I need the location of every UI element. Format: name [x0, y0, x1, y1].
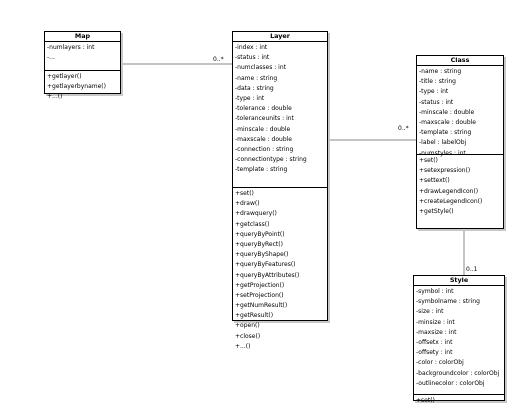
attribute-row: -symbol : int	[416, 288, 454, 295]
operations-section: +set()	[414, 395, 504, 407]
operation-row: +getNumResult()	[235, 302, 288, 310]
attribute-row: -symbolname : string	[416, 298, 480, 306]
operation-row: +draw()	[235, 200, 260, 208]
operation-row: +setProjection()	[235, 291, 284, 299]
operation-row: +queryByRect()	[235, 240, 283, 248]
operation-row: +drawquery()	[235, 210, 277, 218]
class-box-layer[interactable]: Layer -index : int -status : int -numclass…	[232, 31, 328, 350]
attribute-row: -outlinecolor : colorObj	[416, 379, 485, 387]
attribute-row: -data : string	[235, 84, 274, 92]
attribute-row: -offsetx : int	[416, 338, 453, 346]
attribute-row: -minscale : double	[235, 125, 291, 133]
operation-row: +getlayer()	[47, 73, 82, 80]
attribute-row: -numclasses : int	[235, 64, 286, 72]
attributes-section: -symbol : int -symbolname : string -size :…	[414, 286, 504, 395]
attribute-row: -maxsize : int	[416, 328, 457, 336]
operation-row: +queryByShape()	[235, 251, 289, 259]
class-name: Layer	[233, 32, 327, 42]
class-box-class[interactable]: Class -name : string -title : string -type…	[416, 55, 504, 229]
operation-row: +queryByPoint()	[235, 230, 285, 238]
operation-row: +getlayerbyname()	[47, 83, 106, 91]
operation-row: +createLegendIcon()	[419, 197, 483, 205]
attribute-row: -type : int	[419, 88, 449, 96]
operations-section: +getlayer() +getlayerbyname() +...()	[45, 71, 120, 104]
attribute-row: -maxscale : double	[419, 118, 476, 126]
attribute-row: -minsize : int	[416, 318, 455, 326]
operation-row: +open()	[235, 322, 260, 330]
attribute-row: -maxscale : double	[235, 135, 292, 143]
operations-section: +set() +draw() +drawquery() +getclass() +que…	[233, 188, 327, 353]
attribute-row: -connection : string	[235, 145, 294, 153]
attribute-row: -numlayers : int	[47, 44, 95, 51]
multiplicity-class-style: 0..1	[466, 266, 478, 273]
operation-row: +getStyle()	[419, 207, 454, 215]
attribute-row: -...	[47, 54, 55, 62]
operation-row: +...()	[235, 342, 251, 350]
operation-row: +close()	[235, 332, 261, 340]
operation-row: +getProjection()	[235, 281, 285, 289]
operations-section: +set() +setexpression() +settext() +drawLeg…	[417, 155, 503, 218]
multiplicity-map-layer: 0..*	[213, 56, 224, 63]
operation-row: +...()	[47, 93, 63, 101]
operation-row: +queryByFeatures()	[235, 261, 296, 269]
attribute-row: -template : string	[235, 166, 288, 174]
class-name: Class	[417, 56, 503, 66]
attribute-row: -color : colorObj	[416, 359, 464, 367]
attribute-row: -offsety : int	[416, 349, 453, 357]
attribute-row: -status : int	[235, 54, 270, 62]
operation-row: +set()	[419, 157, 438, 164]
attributes-section: -index : int -status : int -numclasses : i…	[233, 42, 327, 188]
operation-row: +drawLegendIcon()	[419, 187, 479, 195]
class-name: Style	[414, 276, 504, 286]
attribute-row: -template : string	[419, 129, 472, 137]
attribute-row: -connectiontype : string	[235, 156, 307, 164]
operation-row: +setexpression()	[419, 167, 471, 175]
operation-row: +getResult()	[235, 312, 274, 320]
multiplicity-layer-class: 0..*	[398, 125, 409, 132]
attributes-section: -numlayers : int -...	[45, 42, 120, 71]
attribute-row: -type : int	[235, 94, 265, 102]
attribute-row: -status : int	[419, 98, 454, 106]
attributes-section: -name : string -title : string -type : int…	[417, 66, 503, 157]
attribute-row: -numstyles : int	[419, 149, 466, 157]
attribute-row: -toleranceunits : int	[235, 115, 294, 123]
attribute-row: -name : string	[419, 68, 462, 75]
operation-row: +queryByAttributes()	[235, 271, 300, 279]
class-box-style[interactable]: Style -symbol : int-symbolname : string-…	[413, 275, 505, 404]
operation-row: +set()	[235, 190, 254, 197]
attribute-row: -index : int	[235, 44, 268, 51]
operation-row: +getclass()	[235, 220, 270, 228]
attribute-row: -title : string	[419, 78, 456, 86]
class-box-map[interactable]: Map -numlayers : int -... +getlayer() +get…	[44, 31, 121, 100]
attribute-row: -name : string	[235, 74, 278, 82]
attribute-row: -label : labelObj	[419, 139, 467, 147]
attribute-row: -size : int	[416, 308, 444, 316]
attribute-row: -minscale : double	[419, 108, 475, 116]
class-name: Map	[45, 32, 120, 42]
operation-row: +set()	[416, 397, 435, 404]
operation-row: +settext()	[419, 177, 450, 185]
attribute-row: -tolerance : double	[235, 105, 292, 113]
attribute-row: -backgroundcolor : colorObj	[416, 369, 500, 377]
